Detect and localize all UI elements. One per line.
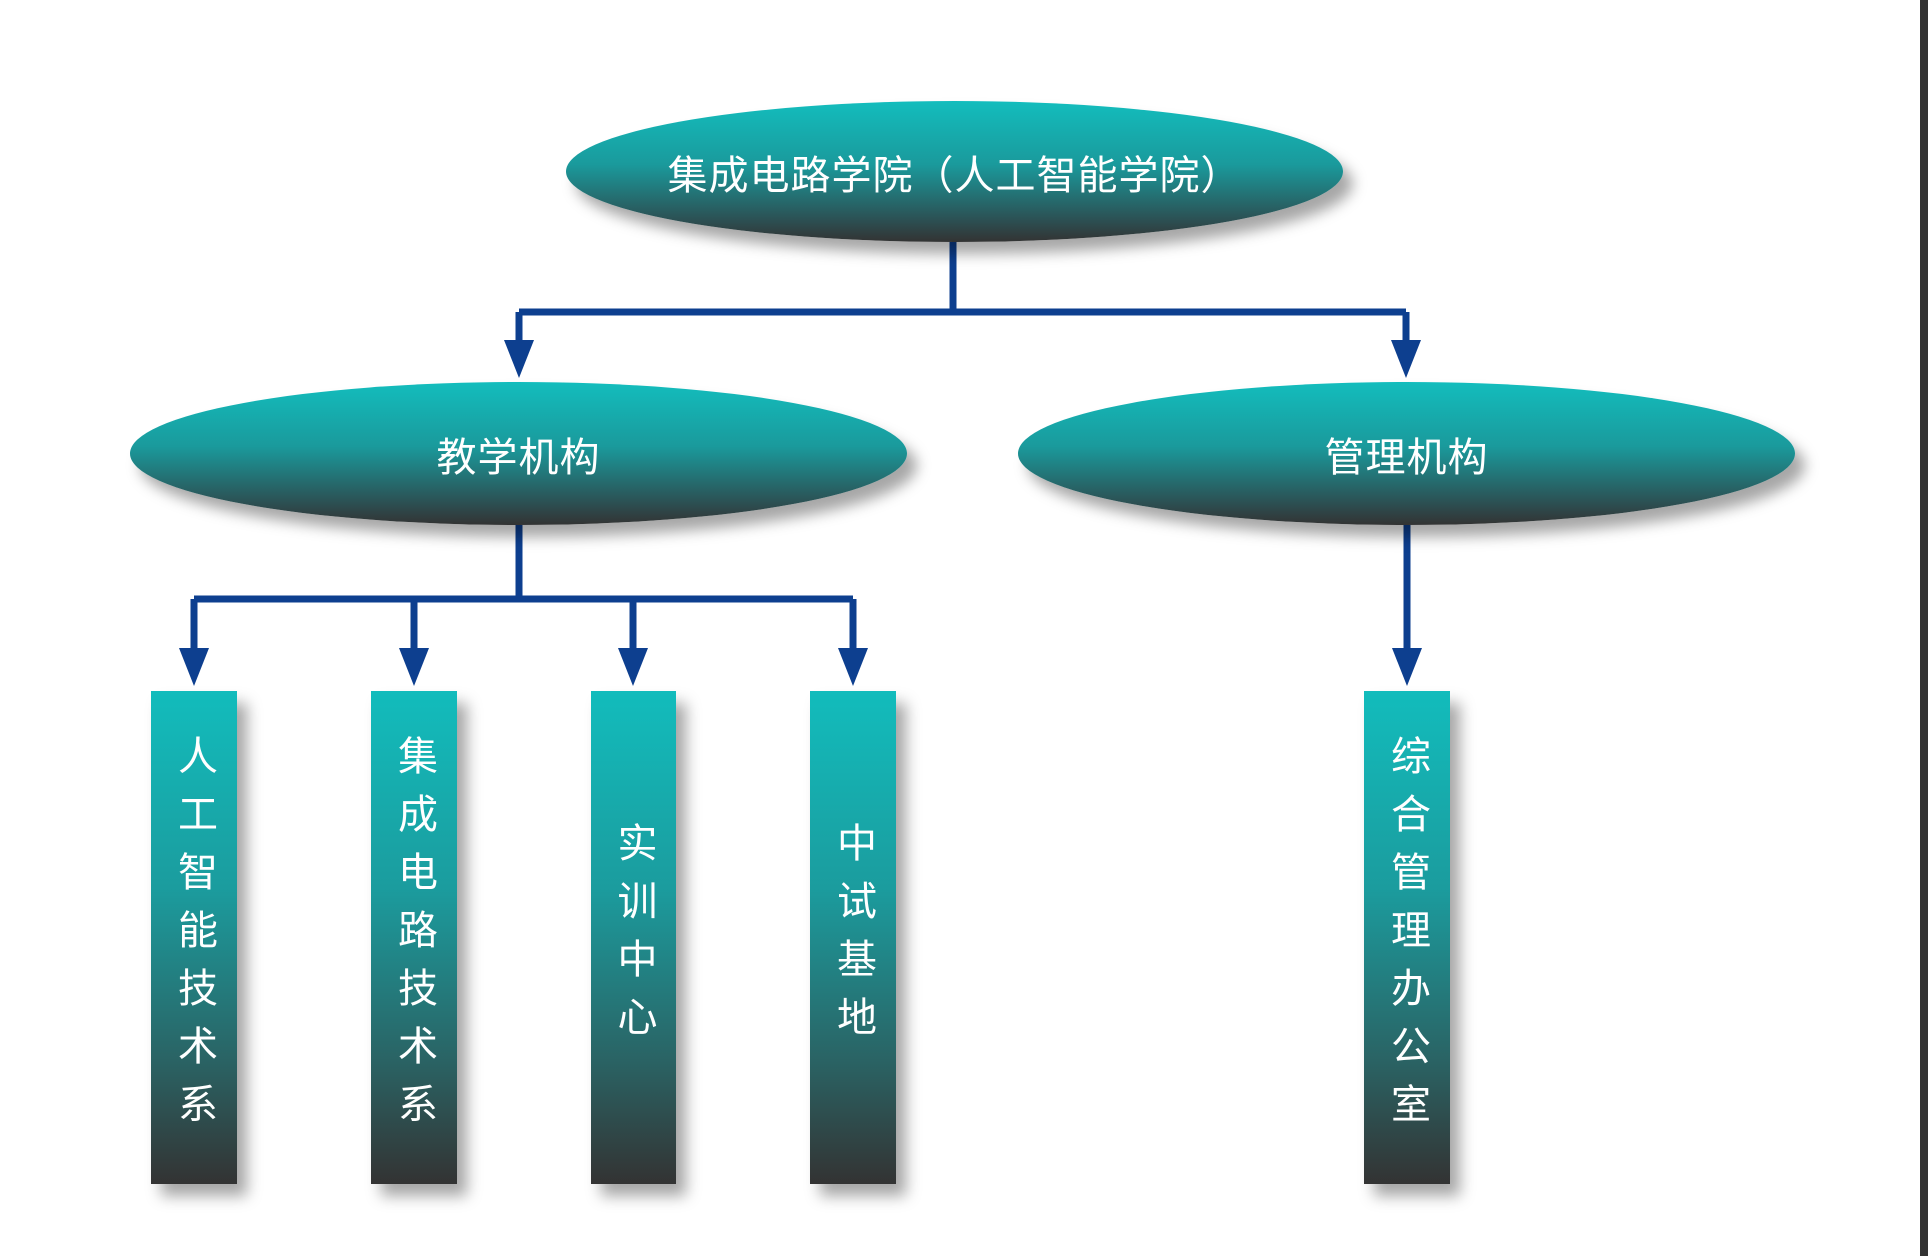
child-node-ai-dept: 人工智能技术系: [151, 691, 237, 1184]
root-node: 集成电路学院（人工智能学院）: [566, 101, 1343, 242]
child-node-pilot-base: 中试基地: [810, 691, 896, 1184]
child-node-ic-dept: 集成电路技术系: [371, 691, 457, 1184]
teaching-label: 教学机构: [436, 434, 601, 481]
child-label: 综合管理办公室: [1384, 734, 1430, 1141]
arrowhead-icon: [618, 648, 648, 686]
child-label: 人工智能技术系: [171, 734, 217, 1141]
root-label: 集成电路学院（人工智能学院）: [667, 152, 1242, 199]
arrowhead-icon: [838, 648, 868, 686]
child-label: 集成电路技术系: [391, 734, 437, 1141]
arrowhead-icon: [504, 340, 534, 378]
management-label: 管理机构: [1324, 434, 1489, 481]
management-node: 管理机构: [1018, 382, 1795, 525]
child-label: 实训中心: [610, 821, 657, 1054]
window-edge: [1920, 0, 1928, 1256]
arrowhead-icon: [1391, 340, 1421, 378]
child-label: 中试基地: [830, 821, 876, 1054]
arrowhead-icon: [399, 648, 429, 686]
arrowhead-icon: [179, 648, 209, 686]
arrowhead-icon: [1392, 648, 1422, 686]
child-node-admin-office: 综合管理办公室: [1364, 691, 1450, 1184]
teaching-node: 教学机构: [130, 382, 907, 525]
child-node-training-center: 实训中心: [591, 691, 676, 1184]
